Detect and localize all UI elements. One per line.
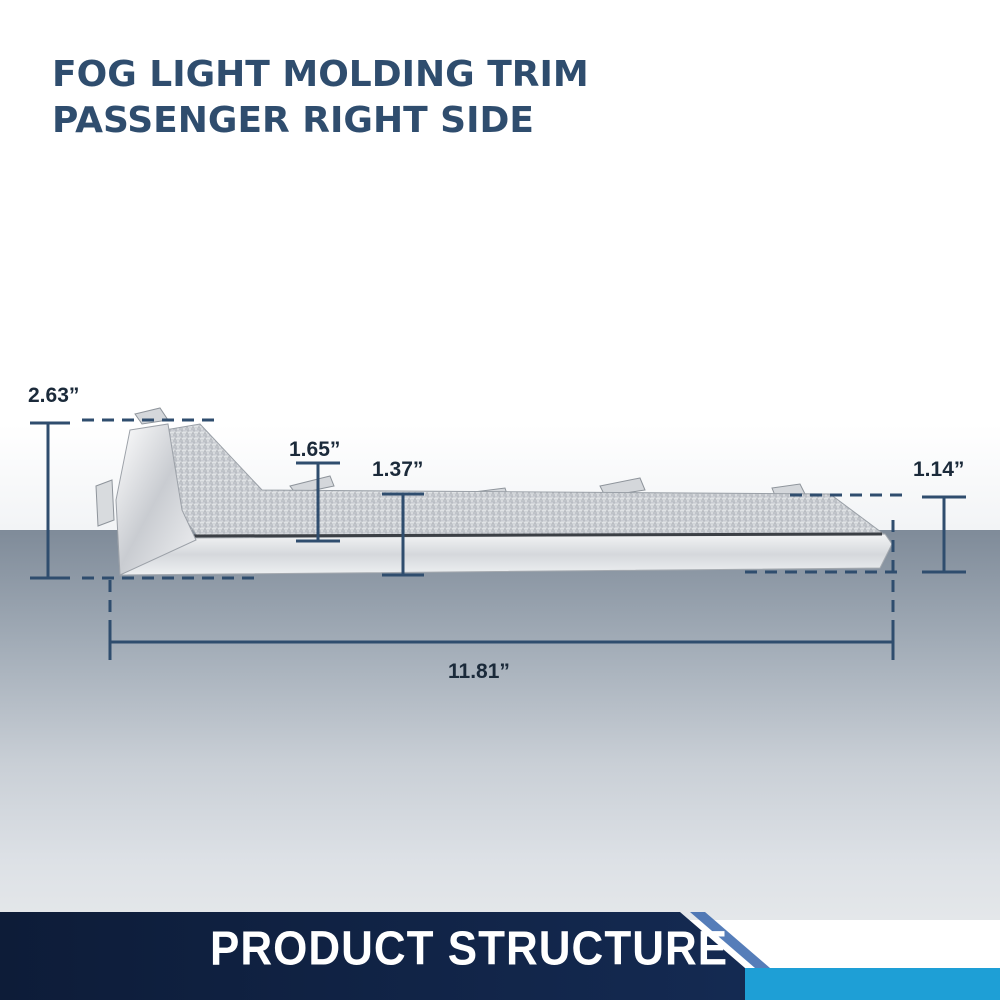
chrome-lower-body [117, 533, 893, 576]
mounting-tab [95, 479, 115, 527]
title-line-2: PASSENGER RIGHT SIDE [52, 100, 534, 141]
dimension-label-overall-length: 11.81” [448, 660, 510, 683]
contour-line [189, 532, 883, 538]
chrome-end-cap [115, 423, 197, 576]
page-title: FOG LIGHT MOLDING TRIM PASSENGER RIGHT S… [52, 52, 589, 144]
mounting-tab [134, 407, 169, 425]
title-line-1: FOG LIGHT MOLDING TRIM [52, 54, 589, 95]
textured-strip [164, 423, 887, 541]
dimension-label-overall-height: 2.63” [28, 384, 80, 407]
banner-title: PRODUCT STRUCTURE [210, 921, 729, 976]
banner-shape [0, 912, 1000, 1000]
dimension-lines [30, 418, 966, 660]
fog-light-trim-part [95, 407, 893, 576]
background-lower [0, 530, 1000, 920]
dimension-label-inner-height-a: 1.65” [289, 438, 341, 461]
dimension-label-end-height: 1.14” [913, 458, 965, 481]
dimension-label-inner-height-b: 1.37” [372, 458, 424, 481]
